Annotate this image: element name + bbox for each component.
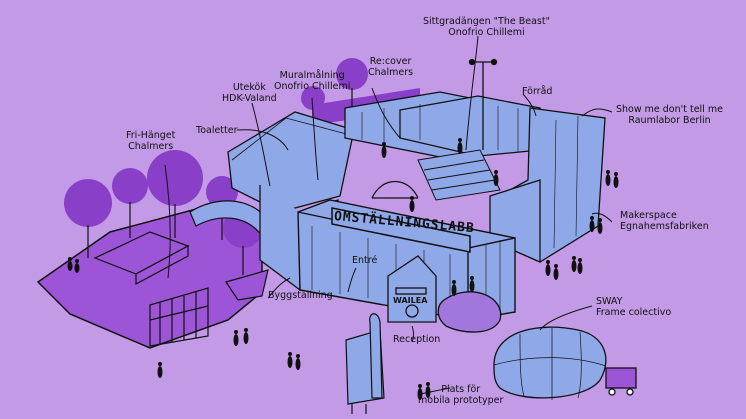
building-left — [227, 111, 355, 292]
fri-hanget-structure — [93, 200, 269, 301]
label-forrad: Förråd — [522, 86, 553, 97]
label-reception: Reception — [393, 334, 441, 345]
scaffolding — [149, 287, 209, 347]
label-entre: Entré — [352, 255, 378, 266]
label-show-me: Show me don't tell me Raumlabor Berlin — [616, 104, 723, 126]
label-sittgradangen: Sittgradängen "The Beast" Onofrio Chille… — [423, 16, 550, 38]
label-byggstallning: Byggställning — [268, 290, 333, 301]
label-utekok: Utekök HDK-Valand — [222, 82, 277, 104]
reception-container — [387, 255, 437, 323]
label-sway: SWAY Frame colectivo — [596, 296, 672, 318]
callout-lines — [164, 35, 613, 395]
chimney-tower — [345, 313, 385, 414]
label-fri-hanget: Fri-Hänget Chalmers — [126, 130, 176, 152]
seating-steps — [417, 149, 501, 201]
sway-balloon — [493, 326, 637, 400]
people — [67, 138, 619, 400]
pond — [437, 291, 502, 333]
label-muralmalning: Muralmålning Onofrio Chillemi — [274, 70, 351, 92]
sign-board — [331, 207, 471, 253]
wailea-label: WAILEA — [393, 296, 428, 305]
building-back — [344, 91, 541, 161]
stage-arch — [371, 181, 419, 199]
label-plats: Plats för mobila prototyper — [418, 384, 504, 406]
trees — [64, 58, 420, 248]
label-recover: Re:cover Chalmers — [368, 56, 414, 78]
label-toaletter: Toaletter — [196, 125, 238, 136]
label-makerspace: Makerspace Egnahemsfabriken — [620, 210, 709, 232]
